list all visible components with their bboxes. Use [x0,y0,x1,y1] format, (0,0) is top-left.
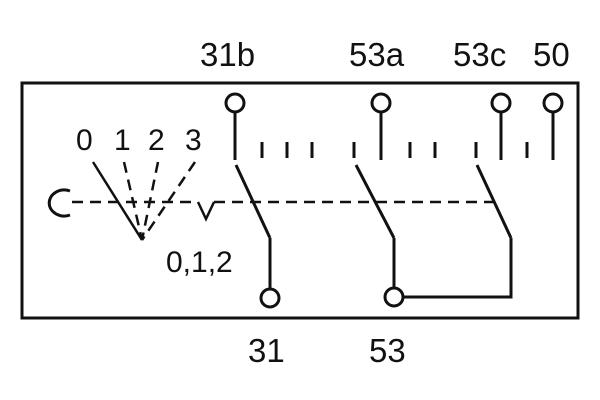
contact-arm-31 [234,164,272,239]
bridge-53c-to-53 [402,238,513,299]
label-53a: 53a [349,36,405,73]
position-label-2: 2 [148,124,165,157]
contact-ticks [260,142,529,158]
detent-label: 0,1,2 [166,246,233,279]
contact-arm-53 [354,164,396,239]
position-label-0: 0 [76,124,93,157]
label-50: 50 [533,36,570,73]
label-31: 31 [248,332,285,369]
position-line-3 [140,161,197,241]
terminal-53a [370,92,392,114]
label-53c: 53c [453,36,506,73]
switch-housing [20,81,580,320]
contact-arm-53c [475,164,513,239]
terminal-31 [259,287,281,309]
label-53: 53 [369,332,406,369]
label-31b: 31b [200,36,255,73]
terminal-31b [224,92,246,114]
actuator-knob [47,188,71,218]
detent-spring [196,201,216,222]
position-label-3: 3 [185,124,202,157]
terminal-50 [542,92,564,114]
terminal-53 [383,286,405,308]
position-label-1: 1 [114,124,131,157]
terminal-53c [490,92,512,114]
